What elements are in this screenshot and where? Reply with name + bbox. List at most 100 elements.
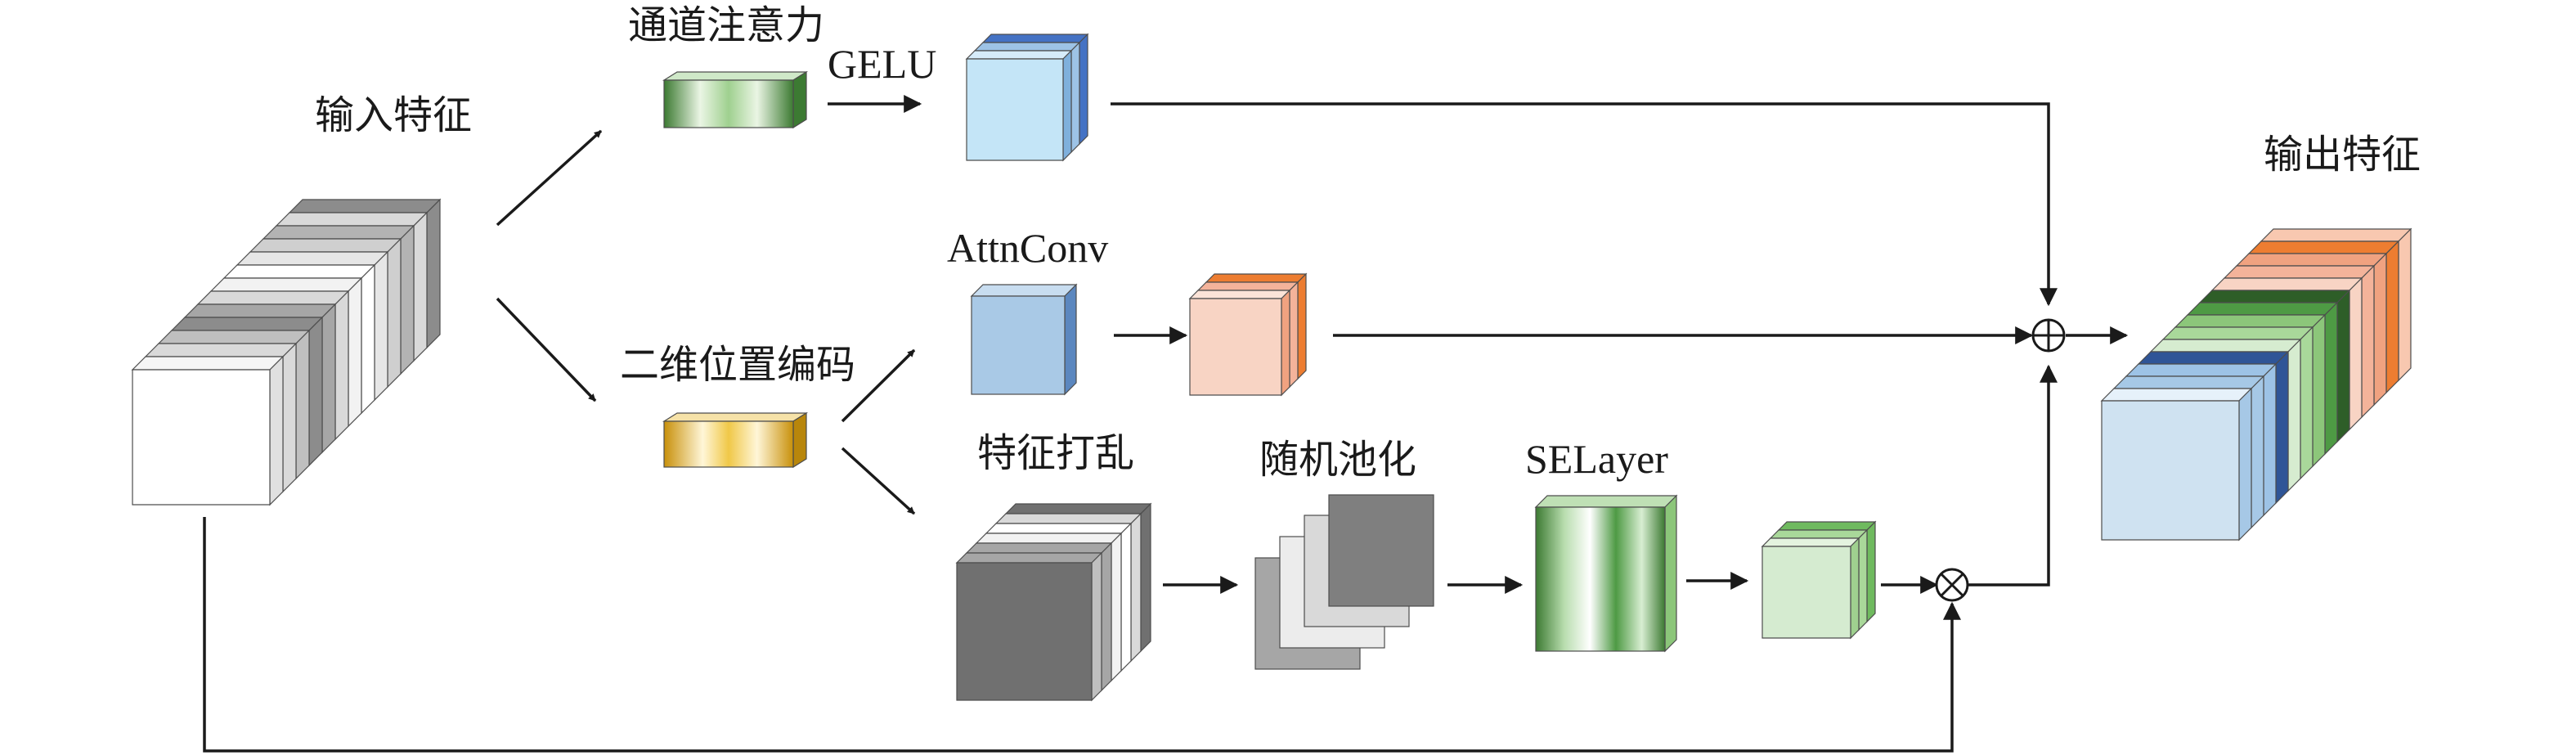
selayer-block [1534, 494, 1678, 653]
slab-top [2137, 351, 2290, 365]
slab-side [295, 329, 310, 480]
arrow-to-attnconv [841, 348, 916, 423]
slab-top [965, 542, 1113, 554]
slab-top [1769, 529, 1869, 539]
slab-side [413, 211, 428, 362]
slab-top [2210, 277, 2363, 291]
slab-top [2260, 228, 2412, 242]
front-top [1188, 290, 1291, 299]
slab-top [249, 238, 402, 253]
slab-top [288, 199, 442, 213]
attnconv-cube [970, 283, 1078, 396]
slab-side [2263, 362, 2277, 517]
slab-side [334, 290, 349, 441]
slab-side [2336, 289, 2350, 443]
front-top [2100, 388, 2253, 402]
slab-side [2361, 264, 2375, 419]
label-feature-shuffle: 特征打乱 [977, 430, 1134, 476]
attnconv-output-cube [1188, 272, 1308, 397]
front-face [132, 369, 271, 506]
front-side [1091, 551, 1102, 702]
slab-top [2161, 326, 2314, 340]
front-side [1281, 289, 1290, 397]
label-gelu: GELU [828, 41, 936, 87]
arrow-input-to-position-encoding [496, 297, 597, 402]
channel-attention-bar [662, 70, 809, 129]
front-face [2101, 400, 2240, 541]
front-face [1189, 298, 1282, 396]
slab-side [2385, 240, 2399, 394]
slab-top [2198, 290, 2351, 303]
slab-top [2125, 363, 2278, 377]
slab-top [2247, 240, 2400, 254]
input-feature-stack [131, 198, 442, 506]
front-top [1761, 537, 1860, 547]
add-node [2031, 318, 2066, 353]
slab-side [308, 316, 323, 467]
position-encoding-bar [662, 411, 809, 469]
slab-top [1205, 273, 1308, 283]
slab-side [1140, 502, 1151, 653]
slab-side [1079, 33, 1088, 146]
slab-top [981, 34, 1089, 43]
front-face [956, 562, 1093, 701]
slab-side [400, 224, 415, 375]
slab-side [2275, 350, 2289, 505]
front-face [966, 58, 1064, 161]
slab-top [2186, 302, 2339, 316]
slab-top [2223, 265, 2376, 279]
slab-top [2235, 253, 2388, 267]
slab-top [262, 225, 415, 240]
label-output-features: 输出特征 [2264, 132, 2421, 178]
slab-side [1297, 272, 1307, 380]
slab-side [2287, 338, 2301, 492]
slab-top [2174, 314, 2327, 328]
slab-side [321, 303, 336, 454]
front-top [131, 356, 285, 371]
line-skip-connection [203, 517, 1961, 753]
shuffled-feature-cube [955, 502, 1152, 702]
slab-side [387, 237, 402, 389]
slab-side [348, 276, 362, 428]
label-input-features: 输入特征 [315, 92, 472, 138]
front-side [269, 355, 284, 506]
front-top [965, 50, 1073, 60]
slab-top [275, 212, 429, 227]
connectors [203, 95, 2129, 753]
slab-top [985, 523, 1133, 534]
arrow-input-to-channel-attention [496, 129, 603, 227]
slab-top [144, 343, 298, 357]
label-selayer: SELayer [1525, 436, 1668, 482]
slab-top [2112, 375, 2265, 389]
slab-side [2349, 276, 2363, 431]
front-top [955, 552, 1103, 564]
slab-side [1130, 512, 1142, 663]
random-pooling-maps [1254, 494, 1434, 670]
front-face [1761, 546, 1851, 639]
gelu-output-cube [965, 33, 1089, 162]
front-side [2238, 387, 2252, 542]
slab-side [2251, 375, 2264, 529]
slab-top [222, 264, 376, 279]
slab-top [973, 42, 1081, 52]
se-output-cube [1761, 520, 1877, 640]
label-2d-position-encoding: 二维位置编码 [620, 342, 855, 388]
slab-top [209, 277, 363, 292]
slab-top [994, 513, 1142, 524]
slab-side [1866, 520, 1876, 623]
slab-top [1777, 521, 1877, 531]
slab-side [2398, 227, 2412, 382]
slab-top [2149, 339, 2302, 353]
line-gelu-to-add [1111, 102, 2058, 307]
slab-top [157, 330, 311, 344]
arrow-to-feature-shuffle [841, 447, 916, 515]
slab-side [1111, 532, 1122, 682]
slab-side [2373, 252, 2387, 407]
multiply-node [1935, 568, 1969, 602]
label-attnconv: AttnConv [947, 225, 1108, 271]
slab-side [1101, 542, 1112, 692]
label-random-pooling: 随机池化 [1259, 437, 1416, 483]
slab-side [361, 263, 375, 415]
slab-top [1196, 281, 1299, 291]
